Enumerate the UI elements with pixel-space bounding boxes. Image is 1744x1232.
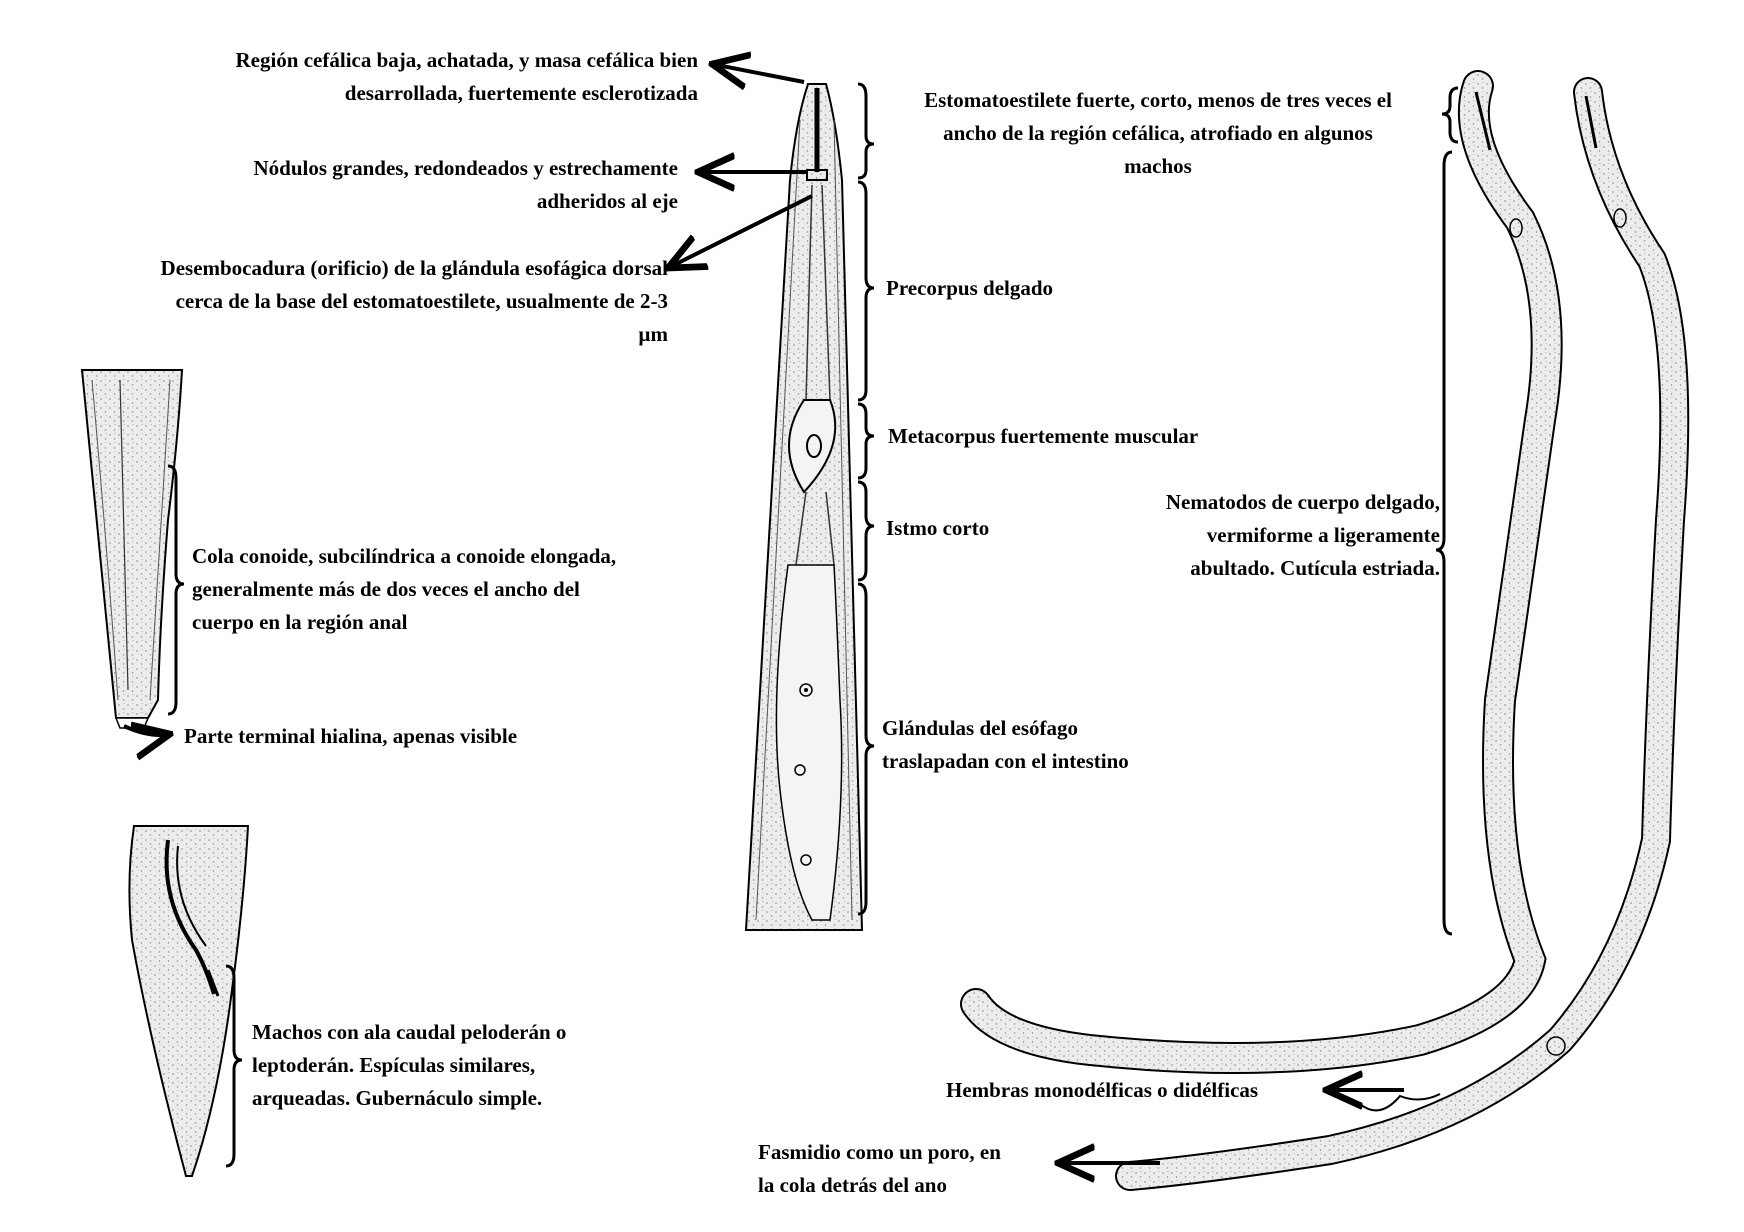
label-phasmid: Fasmidio como un poro, en la cola detrás…: [758, 1140, 1001, 1197]
metacorpus-bulb: [788, 399, 837, 494]
arrow-hyaline: [123, 726, 170, 735]
precorpus: [805, 184, 831, 401]
arrow-dgo: [668, 194, 813, 268]
male-tail-outline: [128, 825, 250, 1177]
brace-males: [225, 964, 243, 1168]
gubernaculum: [206, 969, 220, 997]
label-stylet: Estomatoestilete fuerte, corto, menos de…: [924, 88, 1392, 178]
label-hyaline: Parte terminal hialina, apenas visible: [184, 724, 518, 748]
isthmus: [795, 491, 835, 566]
esophageal-glands: [775, 564, 843, 921]
braces: [167, 82, 1459, 1168]
anterior-body-drawing: [744, 83, 864, 931]
stylet-knobs: [806, 169, 828, 181]
label-isthmus: Istmo corto: [886, 516, 990, 540]
label-females: Hembras monodélficas o didélficas: [946, 1078, 1259, 1102]
female-tail-drawing: [80, 369, 184, 729]
label-precorpus: Precorpus delgado: [886, 276, 1054, 300]
metacorpus-valve: [806, 434, 822, 458]
brace-glands: [857, 582, 875, 916]
brace-tail: [167, 464, 185, 716]
brace-stylet-whole: [1441, 86, 1459, 144]
label-dgo: Desembocadura (orificio) de la glándula …: [160, 256, 668, 346]
hyaline-tip: [114, 717, 150, 729]
label-males: Machos con ala caudal peloderán o leptod…: [252, 1020, 567, 1110]
brace-isthmus: [857, 480, 875, 582]
brace-metacorpus: [857, 402, 875, 480]
label-glands: Glándulas del esófago traslapadan con el…: [882, 716, 1129, 773]
brace-stylet: [857, 82, 875, 180]
nematode-whole-female: [960, 70, 1563, 1074]
brace-body: [1435, 150, 1453, 936]
label-knobs: Nódulos grandes, redondeados y estrecham…: [253, 156, 678, 213]
female-tail-outline: [80, 369, 184, 719]
label-tail: Cola conoide, subcilíndrica a conoide el…: [192, 544, 617, 634]
spicules: [164, 839, 216, 995]
label-metacorpus: Metacorpus fuertemente muscular: [888, 424, 1199, 448]
stylet: [806, 88, 828, 181]
brace-precorpus: [857, 180, 875, 402]
arrows: [123, 64, 1404, 1163]
male-tail-drawing: [128, 825, 250, 1177]
label-body: Nematodos de cuerpo delgado, vermiforme …: [1165, 490, 1440, 580]
arrow-cephalic: [712, 64, 805, 82]
label-cephalic-region: Región cefálica baja, achatada, y masa c…: [235, 48, 698, 105]
nematode-whole-right: [1115, 77, 1690, 1191]
